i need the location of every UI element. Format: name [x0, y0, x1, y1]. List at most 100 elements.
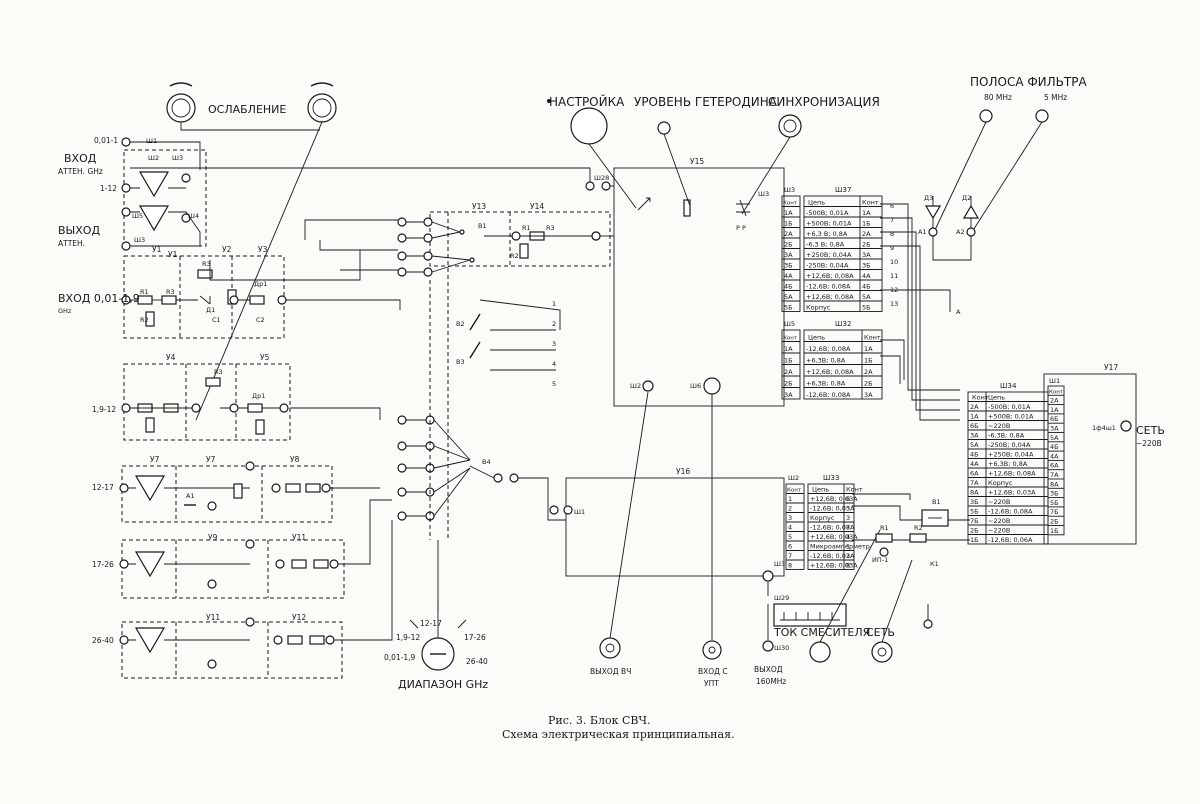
- input-1-9-12-connector[interactable]: [122, 404, 130, 412]
- input-0-01-1-9-unit: GHz: [58, 307, 72, 315]
- filter-5-selector[interactable]: [1036, 110, 1048, 122]
- sh34-row-10-a: 3Б: [970, 498, 979, 506]
- sh34-row-4-b: -250В; 0,04А: [988, 441, 1031, 449]
- svg-text:ИП-1: ИП-1: [872, 556, 888, 564]
- mains-right-label: СЕТЬ: [1136, 424, 1165, 437]
- mixer-current-knob[interactable]: [810, 642, 830, 662]
- sh33-left-pin-1: 2: [788, 505, 792, 513]
- sh34-row-9-b: +12,6В; 0,03А: [988, 489, 1036, 497]
- filter-80-selector[interactable]: [980, 110, 992, 122]
- sh34-row-3-b: -6,3В; 0,8А: [988, 432, 1025, 440]
- svg-text:R2: R2: [510, 252, 519, 260]
- input-26-40-connector[interactable]: [120, 636, 128, 644]
- output-160-label: ВЫХОД: [754, 665, 783, 674]
- switch-matrix: У13 У14 B1 R1 R3 R2: [398, 202, 610, 276]
- svg-text:R1: R1: [140, 288, 149, 296]
- sh33-row-7-a: +12,6В; 0,03А: [810, 562, 858, 570]
- svg-text:2: 2: [552, 320, 556, 328]
- sh37-row-6-b: 4А: [862, 272, 871, 280]
- sh32-row-3-a: +6,3В; 0,8А: [806, 380, 846, 388]
- svg-text:А: А: [956, 308, 961, 316]
- svg-text:У16: У16: [676, 467, 690, 476]
- sh34-row-12-b: ~220В: [988, 517, 1010, 525]
- connector-table-sh32: Ш32ЦепьКонт-12,6В; 0,08А1А+6,3В; 0,8А1Б+…: [782, 320, 882, 399]
- input-1-12-connector[interactable]: [122, 184, 130, 192]
- output-atten-connector[interactable]: [122, 242, 130, 250]
- svg-text:А2: А2: [956, 228, 965, 236]
- range-sel-d: 26-40: [466, 657, 488, 666]
- svg-text:Др1: Др1: [254, 280, 267, 288]
- sh37-row-3-b: 2Б: [862, 241, 871, 249]
- sh1-pin-14: 1Б: [1050, 527, 1059, 535]
- sh32-row-1-b: 1Б: [864, 357, 873, 365]
- mixer-current-label: ТОК СМЕСИТЕЛЯ: [773, 626, 870, 639]
- sh32-row-0-a: -12,6В; 0,08А: [806, 345, 851, 353]
- sh34-row-6-b: +6,3В; 0,8А: [988, 460, 1028, 468]
- sh32-row-2-a: +12,6В; 0,08А: [806, 368, 854, 376]
- lo-level-knob[interactable]: [658, 122, 670, 134]
- svg-text:У15: У15: [690, 157, 704, 166]
- input-upt-connector[interactable]: [703, 641, 721, 659]
- range-26-40-label: 26-40: [92, 636, 114, 645]
- sh32-row-3-b: 2Б: [864, 380, 873, 388]
- sync-knob[interactable]: [779, 115, 801, 137]
- connector-table-sh1: Ш1Конт2А1А6Б3А5А4Б4А6А7А8А3Б5Б7Б2Б1Б: [1048, 377, 1064, 535]
- output-rf-connector[interactable]: [600, 638, 620, 658]
- attenuator-knob-right[interactable]: [308, 83, 336, 122]
- range-17-26-label: 17-26: [92, 560, 114, 569]
- sh33-row-0-b: 6: [846, 495, 850, 503]
- input-17-26-connector[interactable]: [120, 560, 128, 568]
- sh33-row-5-a: Микроамперметр: [810, 543, 870, 551]
- sh33-header-1: Конт: [846, 486, 863, 494]
- svg-text:C2: C2: [256, 316, 265, 324]
- range-selector-dial[interactable]: [410, 540, 466, 670]
- sh34-row-7-a: 6А: [970, 470, 979, 478]
- svg-text:R1: R1: [880, 524, 889, 532]
- connector-table-sh37: Ш37ЦепьКонт-500В; 0,01А1А+500В; 0,01А1Б+…: [782, 186, 882, 312]
- sh1-pin-3: 3А: [1050, 425, 1059, 433]
- output-160-connector[interactable]: [763, 641, 773, 651]
- svg-text:B1: B1: [478, 222, 487, 230]
- svg-text:У1: У1: [152, 245, 162, 254]
- svg-text:C1: C1: [212, 316, 221, 324]
- svg-text:Ш30: Ш30: [774, 644, 789, 652]
- svg-text:У2: У2: [222, 245, 232, 254]
- sh32-header-0: Цепь: [808, 334, 825, 342]
- svg-text:А1: А1: [186, 492, 195, 500]
- sh34-row-0-a: 2А: [970, 403, 979, 411]
- sh37-row-9-a: Корпус: [806, 304, 831, 312]
- sh37-header-1: Конт: [862, 199, 879, 207]
- sh34-row-6-a: 4А: [970, 460, 979, 468]
- svg-text:Д1: Д1: [206, 306, 215, 314]
- band-5-label: 5 MHz: [1044, 93, 1067, 102]
- band-80-label: 80 MHz: [984, 93, 1012, 102]
- input-upt-label: ВХОД С: [698, 667, 728, 676]
- sh34-row-1-a: 1А: [970, 413, 979, 421]
- channel-17-26: У9 У11: [120, 533, 344, 598]
- svg-text:Ш1: Ш1: [574, 508, 585, 516]
- svg-text:4: 4: [552, 360, 556, 368]
- tuning-knob[interactable]: [571, 108, 607, 144]
- svg-text:12: 12: [890, 286, 898, 294]
- mains-switch[interactable]: [872, 642, 892, 662]
- channel-0-01-1-9: R1 R2 R3 R3 Д1 C1 Др1 C2 У1 У2 У3: [122, 245, 286, 338]
- sh33-left-head: Конт: [787, 488, 802, 494]
- input-0-01-1-connector[interactable]: [122, 138, 130, 146]
- sh34-row-13-b: ~220В: [988, 527, 1010, 535]
- sh34-row-1-b: +500В; 0,01А: [988, 413, 1034, 421]
- svg-text:6: 6: [890, 202, 894, 210]
- sh32-row-2-b: 2А: [864, 368, 873, 376]
- sh33-row-0-a: +12,6В; 0,03А: [810, 495, 858, 503]
- connector-table-sh34: Ш34КонтЦепь2А-500В; 0,01А1А+500В; 0,01А6…: [968, 382, 1048, 544]
- sh34-row-11-b: -12,6В; 0,08А: [988, 508, 1033, 516]
- svg-text:P P: P P: [736, 224, 746, 232]
- attenuator-knob-left[interactable]: [167, 83, 195, 122]
- svg-text:10: 10: [890, 258, 898, 266]
- sync-label: СИНХРОНИЗАЦИЯ: [768, 95, 880, 109]
- sh34-row-8-a: 7А: [970, 479, 979, 487]
- svg-text:Д2: Д2: [962, 194, 971, 202]
- input-12-17-connector[interactable]: [120, 484, 128, 492]
- sh37-row-7-b: 4Б: [862, 283, 871, 291]
- svg-text:R2: R2: [914, 524, 923, 532]
